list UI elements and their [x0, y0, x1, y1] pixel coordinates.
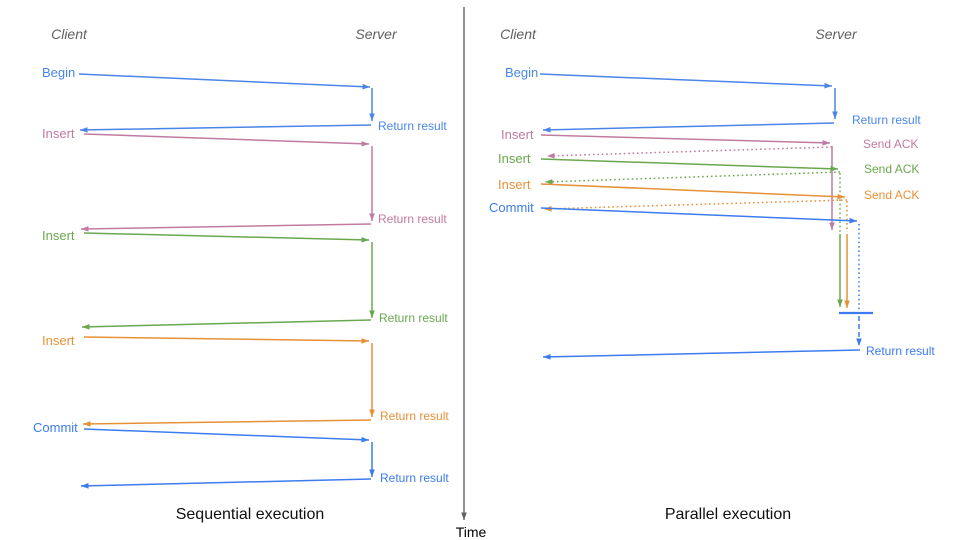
panel-title-sequential: Sequential execution [176, 506, 325, 523]
arrowhead-icon [849, 217, 857, 224]
arrowhead-icon [362, 83, 370, 90]
arrowhead-icon [80, 127, 88, 133]
op-label: Begin [505, 65, 538, 80]
arrowhead-icon [461, 512, 467, 520]
return-label: Return result [380, 409, 449, 423]
arrowhead-icon [830, 165, 838, 172]
arrowhead-icon [545, 178, 553, 185]
request-line [78, 73, 371, 88]
return-line [80, 478, 372, 487]
return-line [79, 124, 372, 131]
return-line [82, 419, 372, 425]
return-line [542, 122, 835, 131]
op-label: Insert [42, 228, 75, 243]
ack-line [546, 146, 833, 157]
arrowhead-icon [361, 436, 369, 443]
return-label: Return result [378, 212, 447, 226]
op-label: Insert [498, 177, 531, 192]
request-line [540, 134, 831, 144]
return-label: Return result [852, 113, 921, 127]
time-axis-label: Time [456, 524, 487, 540]
arrowhead-icon [837, 299, 843, 307]
op-label: Insert [42, 126, 75, 141]
arrowhead-icon [361, 338, 369, 344]
arrowhead-icon [369, 409, 375, 417]
op-label: Begin [42, 65, 75, 80]
ack-line [543, 199, 848, 210]
panel-title-parallel: Parallel execution [665, 506, 791, 523]
lifeline-header-server: Server [355, 26, 398, 42]
request-line [83, 232, 370, 241]
arrowhead-icon [369, 213, 375, 221]
request-line [83, 428, 370, 441]
lifeline-header-client: Client [51, 26, 88, 42]
arrowhead-icon [837, 193, 845, 200]
arrowhead-icon [369, 310, 375, 318]
arrowhead-icon [82, 324, 90, 330]
arrowhead-icon [543, 127, 551, 133]
request-line [540, 207, 858, 222]
arrowhead-icon [83, 421, 91, 427]
arrowhead-icon [829, 222, 835, 230]
request-line [83, 336, 370, 342]
request-line [539, 73, 833, 87]
op-label: Insert [42, 333, 75, 348]
request-line [83, 133, 370, 145]
arrowhead-icon [844, 300, 850, 308]
arrowhead-icon [543, 354, 551, 360]
arrowhead-icon [832, 111, 838, 119]
ack-label: Send ACK [863, 137, 918, 151]
arrowhead-icon [824, 82, 832, 89]
arrowhead-icon [361, 237, 369, 243]
arrowhead-icon [369, 469, 375, 477]
ack-line [544, 171, 841, 183]
return-label: Return result [380, 471, 449, 485]
return-line [81, 319, 372, 328]
ack-label: Send ACK [864, 188, 919, 202]
lifeline-header-client: Client [500, 26, 537, 42]
op-label: Commit [33, 420, 78, 435]
request-line [540, 183, 846, 198]
op-label: Commit [489, 200, 534, 215]
lifeline-header-server: Server [815, 26, 858, 42]
arrowhead-icon [361, 140, 369, 147]
op-label: Insert [498, 151, 531, 166]
arrowhead-icon [369, 113, 375, 121]
return-label: Return result [379, 311, 448, 325]
arrowhead-icon [822, 139, 830, 146]
return-line [542, 349, 861, 358]
return-label: Return result [866, 344, 935, 358]
op-label: Insert [501, 127, 534, 142]
arrowhead-icon [856, 338, 862, 346]
arrowhead-icon [547, 152, 555, 159]
time-axis: Time [456, 7, 487, 540]
arrowhead-icon [81, 226, 89, 232]
request-line [540, 158, 839, 170]
arrowhead-icon [81, 483, 89, 489]
return-line [80, 223, 372, 230]
return-label: Return result [378, 119, 447, 133]
ack-label: Send ACK [864, 162, 919, 176]
